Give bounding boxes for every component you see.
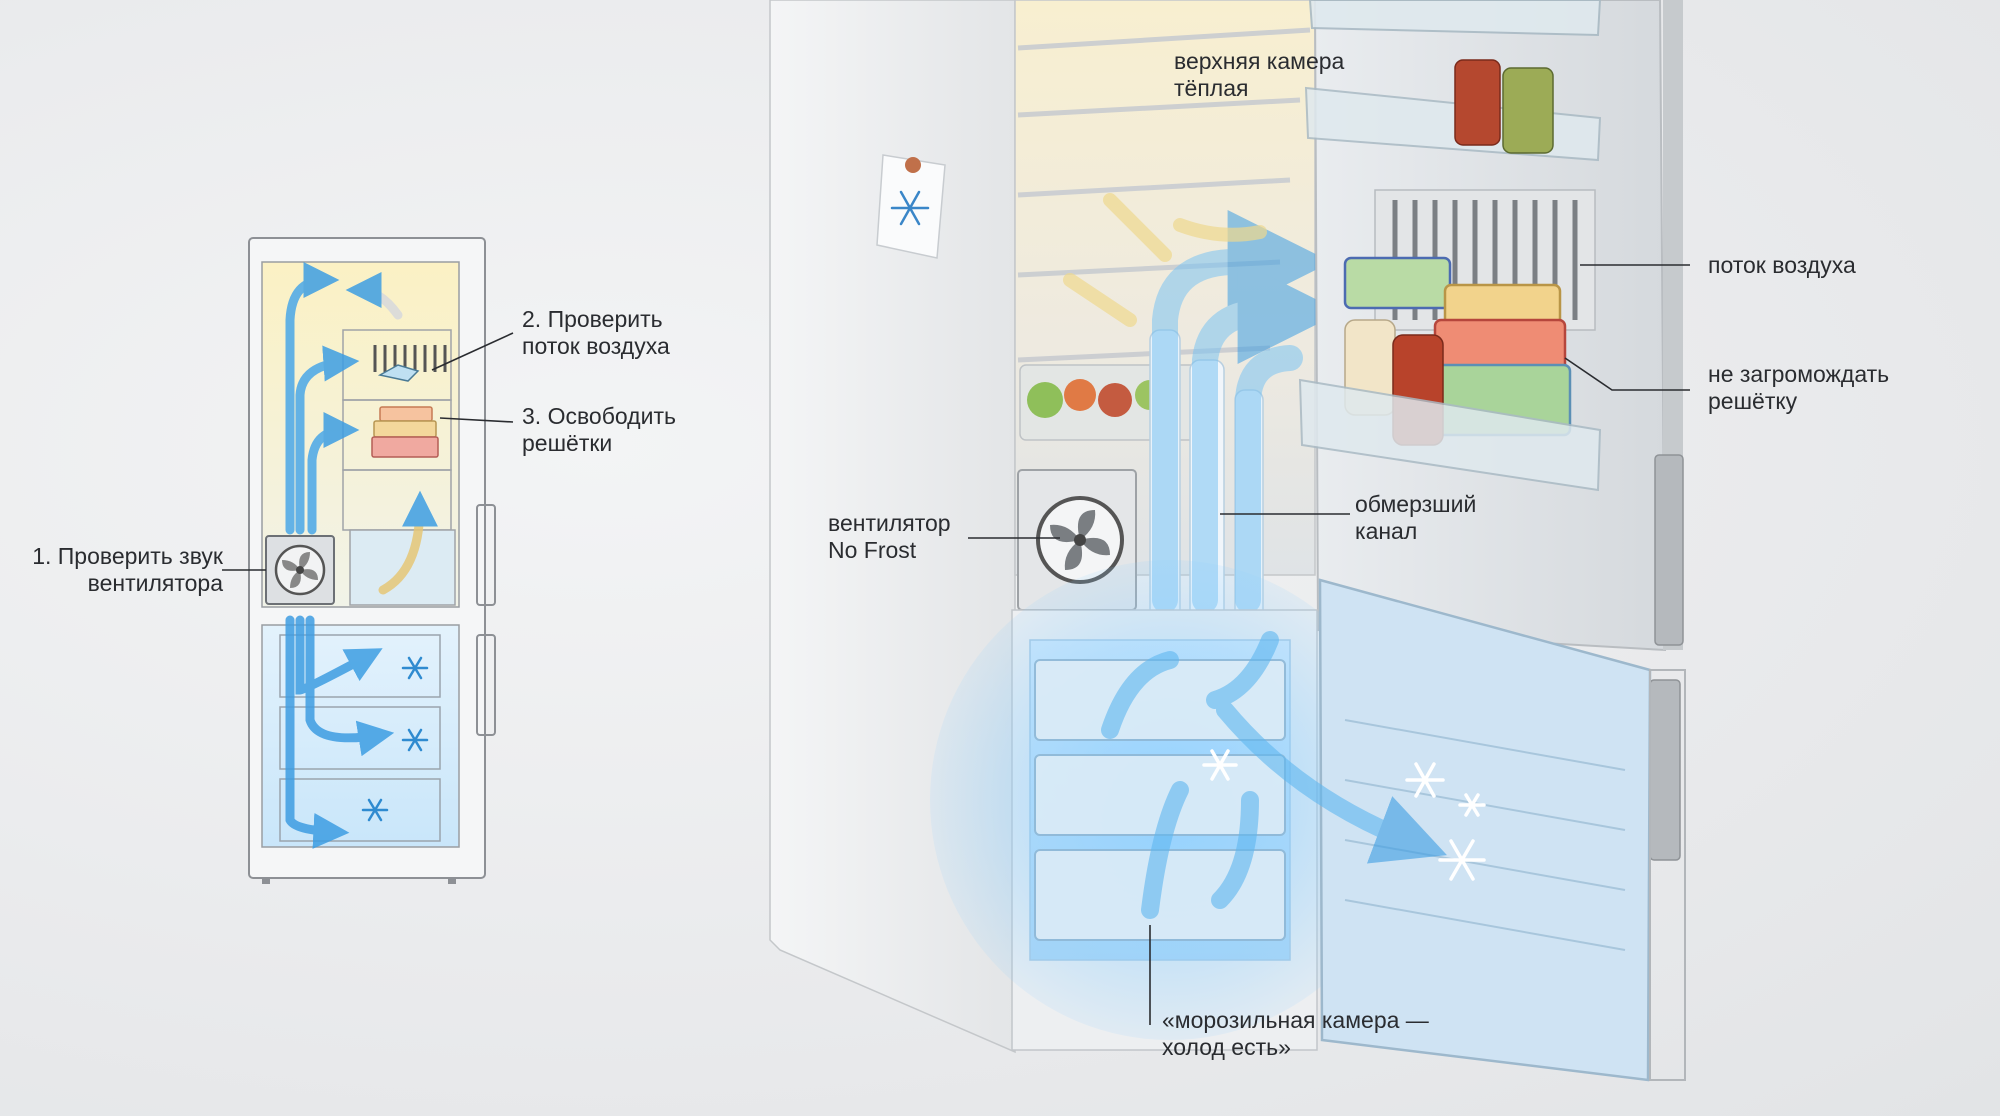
containers-icon bbox=[371, 406, 439, 458]
label-no-frost-fan: вентилятор No Frost bbox=[828, 510, 951, 563]
label-freezer-has-cold: «морозильная камера — холод есть» bbox=[1162, 1007, 1429, 1060]
photo-leaders bbox=[968, 264, 1690, 1025]
label-step2-check-airflow: 2. Проверить поток воздуха bbox=[522, 306, 670, 359]
airflow-arrows bbox=[1152, 210, 1342, 613]
schematic-leaders bbox=[222, 332, 514, 571]
snowflake-magnet-icon bbox=[876, 154, 946, 259]
label-step1-check-fan-sound: 1. Проверить звук вентилятора bbox=[32, 543, 223, 596]
grille-icon bbox=[373, 345, 447, 372]
label-upper-chamber-warm: верхняя камера тёплая bbox=[1174, 48, 1345, 101]
fan-icon bbox=[265, 535, 335, 605]
label-airflow: поток воздуха bbox=[1708, 252, 1856, 278]
fridge-illustration bbox=[769, 0, 1686, 1082]
label-do-not-clutter-grille: не загромождать решётку bbox=[1708, 361, 1890, 414]
snowflake-icon bbox=[1202, 749, 1486, 881]
schematic-fridge bbox=[248, 237, 496, 884]
schematic-airflow bbox=[285, 262, 438, 849]
food-containers bbox=[1343, 256, 1572, 446]
snowflake-icon bbox=[361, 656, 429, 822]
label-step3-free-grilles: 3. Освободить решётки bbox=[522, 403, 676, 456]
label-frozen-channel: обмерзший канал bbox=[1355, 491, 1477, 544]
